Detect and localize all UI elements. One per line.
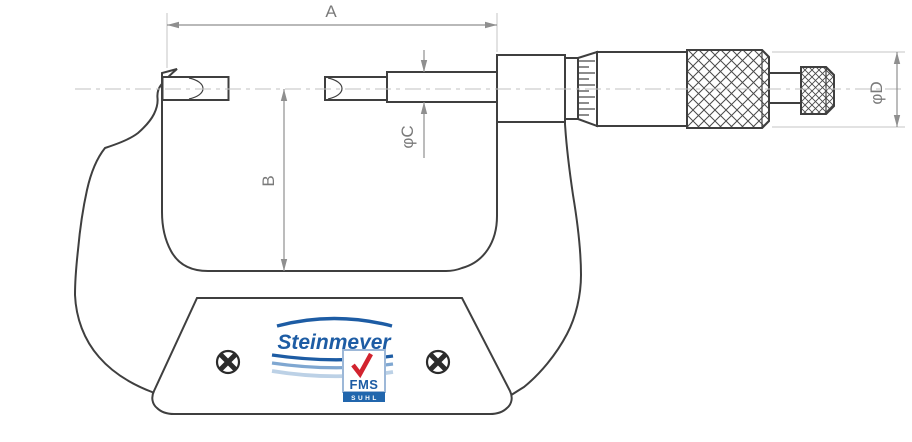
brand-wordmark: Steinmeyer [277, 331, 392, 354]
ratchet-stem [768, 72, 802, 104]
dim-a-label: A [325, 2, 337, 21]
logo-swoosh-top [276, 316, 393, 328]
spindle-shaft [386, 71, 498, 103]
ratchet-knob [800, 66, 835, 115]
graduation-ticks [579, 60, 595, 116]
fms-badge: FMS SUHL [342, 349, 386, 402]
heat-shield [151, 297, 513, 415]
thimble [596, 51, 688, 127]
suhl-bar [343, 392, 385, 402]
dim-d-label: φD [867, 81, 886, 104]
fms-label: FMS [350, 377, 379, 392]
screw-head-left [215, 349, 241, 375]
dim-b-label: B [259, 175, 278, 186]
logo-steinmeyer: Steinmeyer FMS SUHL [271, 316, 394, 402]
suhl-label: SUHL [351, 395, 379, 402]
checkmark-icon [351, 352, 373, 379]
dim-c-label: φC [398, 125, 417, 148]
dimension-a: A [166, 2, 498, 68]
dimension-b: B [259, 89, 288, 271]
screw-head-right [425, 349, 451, 375]
dimension-d: φD [772, 51, 905, 128]
dimension-c: φC [398, 50, 428, 158]
